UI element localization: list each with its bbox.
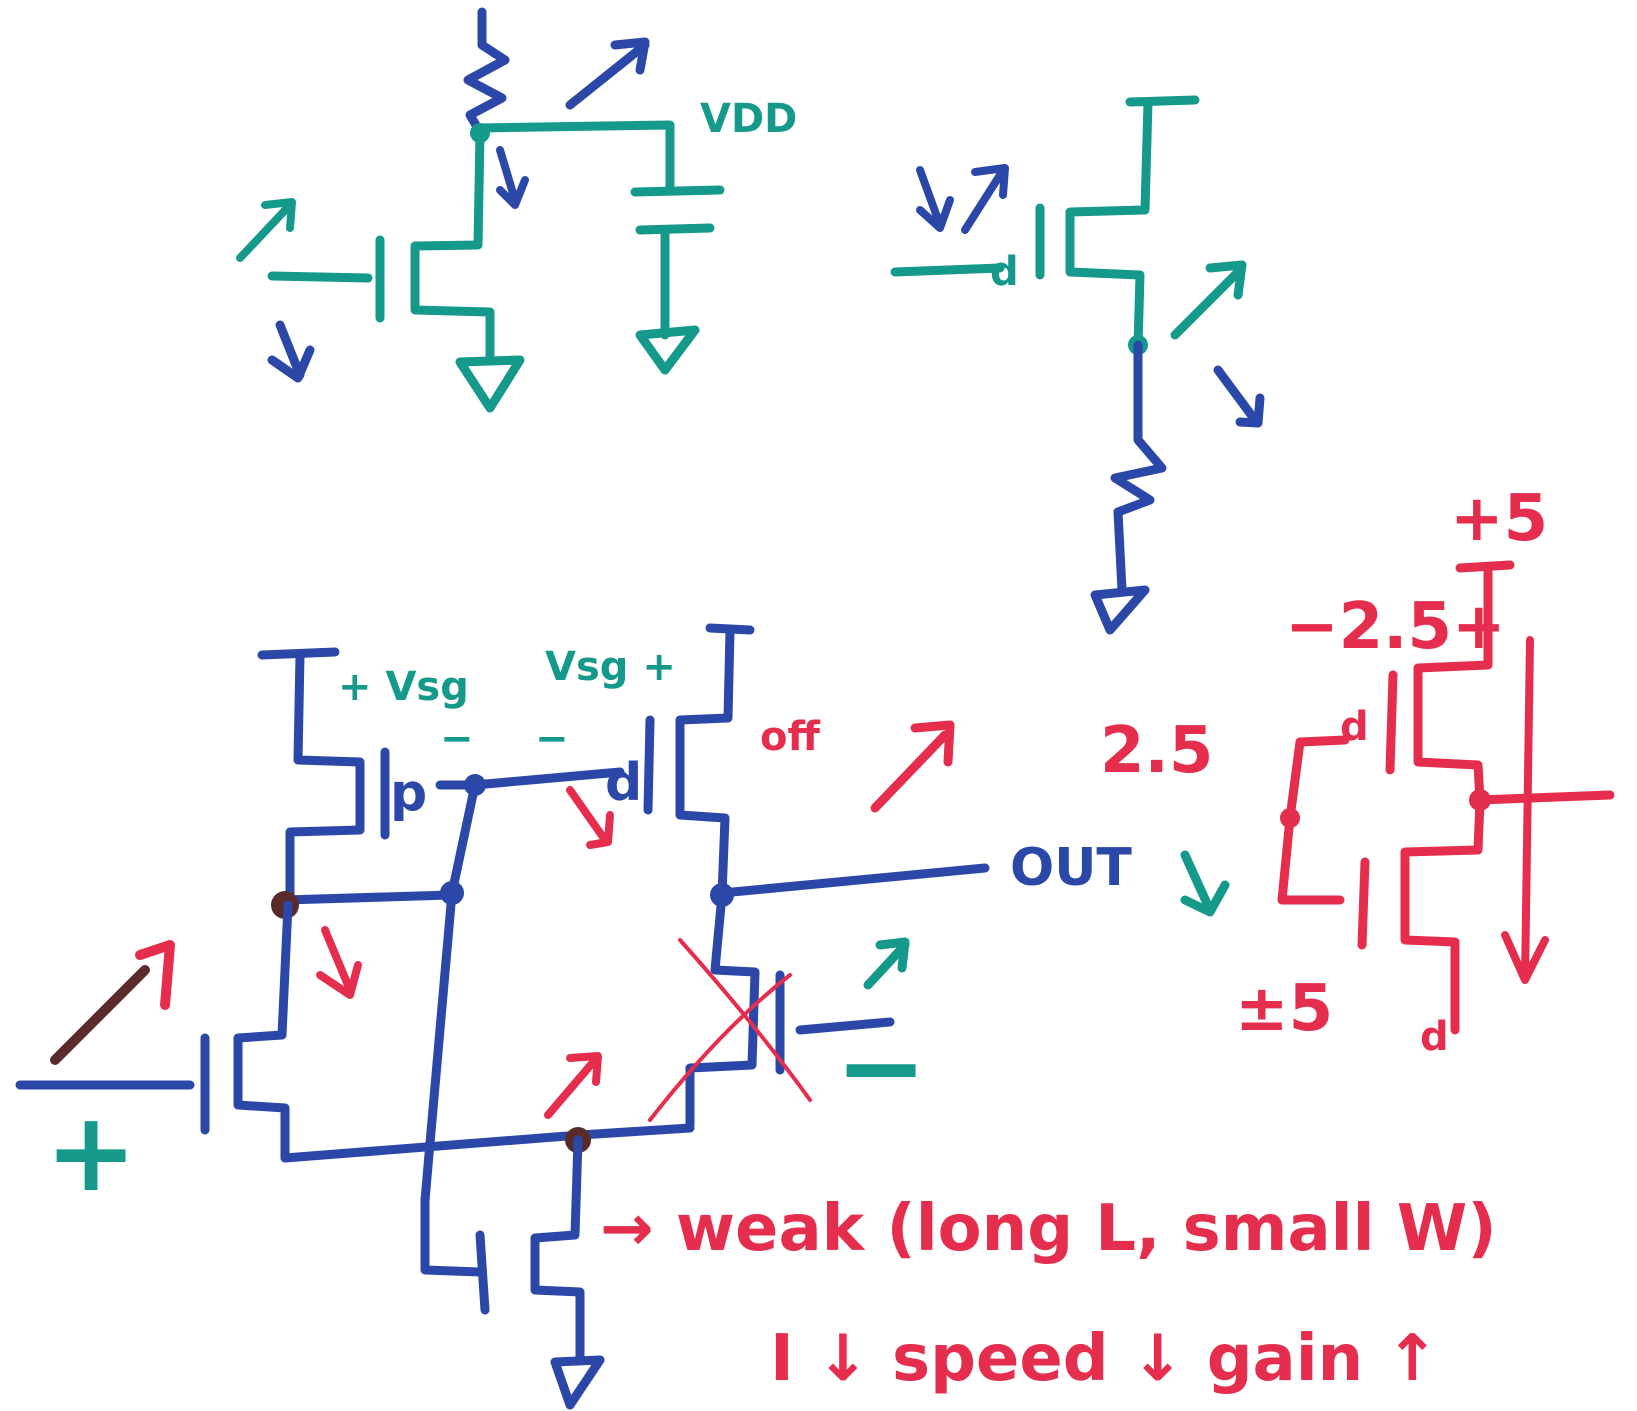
arrow-updown-icon — [916, 164, 1009, 234]
capacitor-bottom-plate — [635, 223, 715, 235]
left-nmos-channel — [233, 900, 293, 1163]
note-line-1: → weak (long L, small W) — [600, 1192, 1497, 1266]
arrow-red-down-mid-icon — [566, 786, 614, 849]
arrow-red-down-left-icon — [316, 926, 362, 999]
tail-wire — [280, 1123, 695, 1163]
right-pmos-minus: − — [535, 716, 569, 762]
wire-to-cap — [475, 120, 675, 195]
inverter-pmos-channel — [1413, 563, 1493, 805]
arrow-teal-down-icon — [1180, 850, 1230, 917]
arrow-red-up-output-icon — [870, 720, 955, 813]
gate-letter-right: d — [990, 249, 1019, 295]
main-circuit: p d OUT — [15, 623, 1230, 1410]
note-line-2: I ↓ speed ↓ gain ↑ — [770, 1322, 1439, 1396]
right-pmos-letter: d — [605, 753, 642, 813]
input-plus-label: + — [45, 1088, 137, 1216]
right-pmos-channel — [675, 625, 735, 900]
input-minus-label: − — [835, 1003, 927, 1131]
ground-symbol-cap — [635, 325, 700, 375]
nmos-gate-input — [267, 271, 373, 283]
left-pmos-minus: − — [440, 716, 474, 762]
out-label: OUT — [1010, 838, 1132, 898]
arrow-down-right-icon — [1213, 365, 1265, 428]
inverter-gate-node — [1280, 808, 1300, 828]
arrow-up-icon — [565, 37, 650, 110]
tail-nmos-channel — [530, 1135, 585, 1365]
left-pmos-letter: p — [390, 763, 427, 823]
ground-symbol-tail — [550, 1355, 605, 1410]
inverter-gate-voltage: 2.5 — [1100, 714, 1213, 788]
tail-nmos-gate — [475, 1230, 490, 1315]
inverter-bottom-letter: d — [1420, 1014, 1449, 1060]
notes: → weak (long L, small W) I ↓ speed ↓ gai… — [600, 1192, 1497, 1396]
resistor-top — [463, 7, 510, 137]
inverter-pmos-gate — [1385, 670, 1398, 775]
arrow-teal-up-icon — [863, 937, 910, 990]
inverter-down-arrow — [1501, 636, 1549, 984]
vdd-label: VDD — [700, 96, 797, 142]
inverter-nmos-channel — [1400, 795, 1485, 1035]
ground-symbol-right — [1090, 585, 1150, 635]
right-input-wire — [795, 1017, 895, 1035]
ground-symbol-nmos — [455, 355, 525, 413]
left-pmos-vsg-label: + Vsg — [338, 664, 469, 710]
inverter-top-letter: d — [1340, 704, 1369, 750]
mirror-diode-wire — [280, 890, 455, 905]
top-right-circuit: d — [890, 95, 1265, 635]
top-left-circuit: VDD — [236, 7, 797, 413]
arrow-down-icon — [496, 146, 529, 209]
arrow-up-right-icon — [1170, 260, 1247, 340]
supply-bar-right — [1125, 95, 1200, 107]
red-inverter: d d +5 −2.5+ 2.5 ±5 — [1100, 482, 1615, 1060]
mirror-vertical — [420, 780, 485, 1277]
inverter-output — [1475, 790, 1615, 805]
arrow-down-left-icon — [267, 320, 315, 383]
inverter-nmos-gate — [1357, 857, 1370, 950]
output-wire — [717, 863, 990, 898]
arrow-dark-up-icon — [50, 940, 175, 1065]
inverter-mid-voltage: −2.5+ — [1285, 590, 1506, 664]
right-pmos-gate — [643, 715, 655, 815]
resistor-right — [1110, 340, 1167, 595]
cross-out-mark — [648, 938, 812, 1122]
nmos-channel-top — [410, 128, 495, 365]
right-nmos-channel — [685, 890, 760, 1130]
left-pmos-channel — [285, 650, 365, 900]
arrow-red-up-tail-icon — [544, 1052, 602, 1119]
pmos-channel-right — [1065, 97, 1153, 350]
capacitor-top-plate — [630, 185, 725, 197]
inverter-top-voltage: +5 — [1450, 482, 1548, 556]
right-pmos-vsg-label: Vsg + — [545, 644, 676, 690]
gate-input-right — [890, 263, 1005, 277]
arrow-up-small-icon — [236, 198, 296, 262]
inverter-bottom-voltage: ±5 — [1235, 972, 1333, 1046]
off-label: off — [760, 714, 820, 760]
